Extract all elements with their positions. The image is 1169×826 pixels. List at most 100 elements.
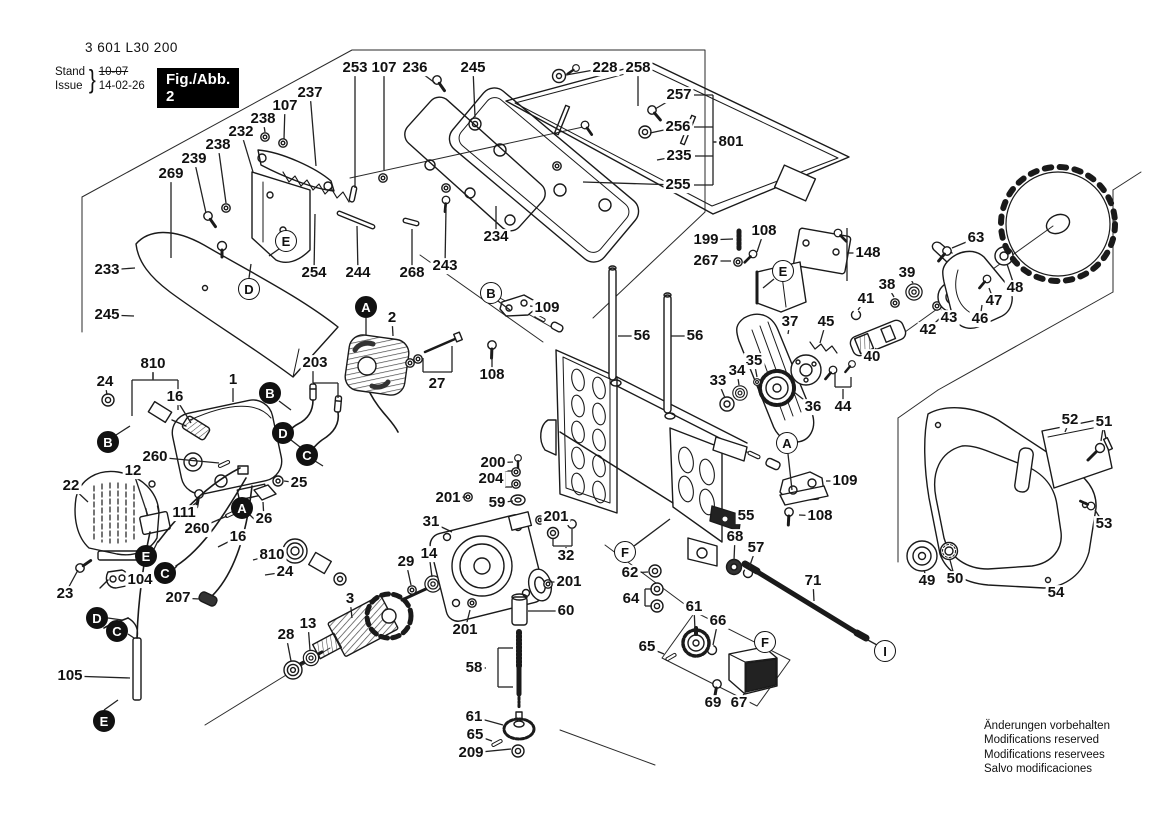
part-callout-67: 67	[728, 694, 750, 712]
elevation-shaft-group-drawing	[648, 558, 870, 700]
stand-label: Stand	[55, 65, 86, 78]
part-callout-26: 26	[253, 510, 275, 528]
part-callout-232: 232	[226, 123, 256, 141]
part-callout-39: 39	[896, 264, 918, 282]
notice-line: Änderungen vorbehalten	[984, 720, 1110, 732]
assembly-marker-A: A	[355, 296, 377, 318]
assembly-marker-B: B	[259, 382, 281, 404]
part-callout-2: 2	[385, 309, 399, 327]
worm-shaft-58-drawing	[490, 629, 536, 758]
part-callout-253: 253	[340, 59, 370, 77]
part-callout-47: 47	[983, 292, 1005, 310]
part-callout-68: 68	[724, 528, 746, 546]
bracket-148-drawing	[733, 226, 852, 313]
part-callout-237: 237	[295, 84, 325, 102]
part-callout-108: 108	[477, 366, 507, 384]
part-callout-61: 61	[683, 598, 705, 616]
part-callout-255: 255	[663, 176, 693, 194]
part-callout-63: 63	[965, 229, 987, 247]
part-callout-201: 201	[433, 489, 463, 507]
assembly-marker-F: F	[754, 631, 776, 653]
superseded-date: 10-07	[98, 65, 129, 78]
part-callout-245: 245	[458, 59, 488, 77]
issue-label: Issue	[55, 79, 83, 92]
part-callout-801: 801	[716, 133, 746, 151]
part-callout-22: 22	[60, 477, 82, 495]
support-frame-55-drawing	[540, 265, 748, 567]
brace-glyph: }	[88, 64, 96, 94]
assembly-marker-C: C	[154, 562, 176, 584]
part-callout-44: 44	[832, 398, 854, 416]
part-callout-256: 256	[663, 118, 693, 136]
part-callout-107: 107	[270, 97, 300, 115]
part-callout-62: 62	[619, 564, 641, 582]
blade-guard-54-drawing	[906, 407, 1114, 589]
brush-and-wiring-drawing	[72, 393, 347, 701]
notice-line: Salvo modificaciones	[984, 763, 1093, 776]
part-callout-24: 24	[274, 563, 296, 581]
part-callout-1: 1	[226, 371, 240, 389]
part-callout-245: 245	[92, 306, 122, 324]
part-callout-48: 48	[1004, 279, 1026, 297]
part-callout-201: 201	[541, 508, 571, 526]
figure-label: Fig./Abb. 2	[157, 68, 240, 108]
assembly-marker-F: F	[614, 541, 636, 563]
part-callout-16: 16	[227, 528, 249, 546]
clamp-109-drawings	[485, 294, 829, 527]
assembly-marker-A: A	[776, 432, 798, 454]
part-callout-64: 64	[620, 590, 642, 608]
part-callout-66: 66	[707, 612, 729, 630]
assembly-marker-I: I	[874, 640, 896, 662]
part-callout-268: 268	[397, 264, 427, 282]
part-callout-71: 71	[802, 572, 824, 590]
part-callout-257: 257	[664, 86, 694, 104]
part-callout-269: 269	[156, 165, 186, 183]
part-callout-238: 238	[248, 110, 278, 128]
part-callout-35: 35	[743, 352, 765, 370]
part-callout-207: 207	[163, 589, 193, 607]
catalog-number: 3 601 L30 200	[85, 40, 178, 55]
part-callout-104: 104	[125, 571, 155, 589]
part-callout-234: 234	[481, 228, 511, 246]
part-callout-65: 65	[636, 638, 658, 656]
part-callout-16: 16	[164, 388, 186, 406]
part-callout-65: 65	[464, 726, 486, 744]
issue-date-block: Stand Issue } 10-07 14-02-26	[55, 64, 145, 95]
part-callout-108: 108	[749, 222, 779, 240]
part-callout-51: 51	[1093, 413, 1115, 431]
table-panels-drawing	[404, 61, 850, 263]
notice-line: Modifications reservees	[984, 748, 1105, 761]
assembly-marker-B: B	[480, 282, 502, 304]
through-bolt-27-drawing	[405, 331, 463, 368]
assembly-marker-D: D	[272, 422, 294, 444]
part-callout-56: 56	[684, 327, 706, 345]
blade-cover-233-drawing	[135, 231, 339, 378]
part-callout-201: 201	[450, 621, 480, 639]
saw-blade-drawing	[998, 164, 1118, 284]
part-callout-228: 228	[590, 59, 620, 77]
assembly-marker-E: E	[275, 230, 297, 252]
stator-2-drawing	[344, 334, 410, 396]
assembly-marker-E: E	[135, 545, 157, 567]
part-callout-239: 239	[179, 150, 209, 168]
part-callout-54: 54	[1045, 584, 1067, 602]
part-callout-41: 41	[855, 290, 877, 308]
part-callout-203: 203	[300, 354, 330, 372]
part-callout-24: 24	[94, 373, 116, 391]
part-callout-13: 13	[297, 615, 319, 633]
part-callout-23: 23	[54, 585, 76, 603]
part-callout-55: 55	[735, 507, 757, 525]
part-callout-59: 59	[486, 494, 508, 512]
part-callout-40: 40	[861, 348, 883, 366]
assembly-marker-B: B	[97, 431, 119, 453]
part-callout-49: 49	[916, 572, 938, 590]
part-callout-200: 200	[478, 454, 508, 472]
part-callout-57: 57	[745, 539, 767, 557]
part-callout-233: 233	[92, 261, 122, 279]
notice-line: Modifications reserved	[984, 734, 1100, 747]
assembly-marker-D: D	[238, 278, 260, 300]
part-callout-56: 56	[631, 327, 653, 345]
part-callout-204: 204	[476, 470, 506, 488]
assembly-marker-C: C	[106, 620, 128, 642]
